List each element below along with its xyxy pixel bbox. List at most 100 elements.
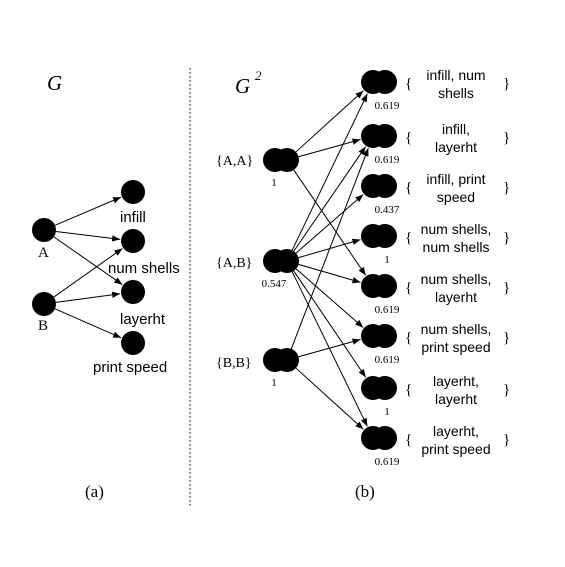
edge-a-to-num-shells bbox=[55, 230, 121, 242]
pair-node-label-line: layerht bbox=[435, 139, 477, 155]
node-b bbox=[32, 292, 56, 316]
pair-node-label-line: layerht bbox=[435, 289, 477, 305]
edge-b-to-print-speed bbox=[54, 308, 122, 339]
pair-node-weight: 0.547 bbox=[262, 278, 287, 290]
edge-2-to-5 bbox=[298, 338, 361, 358]
node-label-print-speed: print speed bbox=[93, 359, 167, 376]
node-label-num-shells: num shells bbox=[108, 260, 180, 277]
pair-node-weight: 1 bbox=[271, 377, 277, 389]
set-brace-open: { bbox=[405, 130, 412, 146]
set-brace-close: } bbox=[503, 330, 510, 346]
panel-a-title: G bbox=[47, 71, 62, 95]
pair-node-right-1-circle-2 bbox=[373, 124, 397, 148]
node-a bbox=[32, 218, 56, 242]
pair-node-label-line: speed bbox=[437, 189, 475, 205]
edge-b-to-layerht bbox=[55, 291, 121, 303]
set-brace-open: { bbox=[405, 76, 412, 92]
edge-2-to-1 bbox=[290, 147, 369, 349]
edge-a-to-layerht bbox=[53, 236, 123, 285]
edge-1-to-4 bbox=[298, 263, 361, 284]
pair-node-label-line: infill, num bbox=[426, 67, 485, 83]
pair-node-label-line: num shells, bbox=[421, 271, 492, 287]
pair-node-label-line: layerht, bbox=[433, 373, 479, 389]
node-label-infill: infill bbox=[120, 209, 146, 226]
pair-node-weight: 0.619 bbox=[375, 304, 400, 316]
panel-b-edges bbox=[290, 90, 369, 430]
set-brace-open: { bbox=[405, 230, 412, 246]
set-brace-close: } bbox=[503, 432, 510, 448]
pair-node-weight: 1 bbox=[384, 406, 390, 418]
pair-node-a-a-circle-2 bbox=[275, 148, 299, 172]
node-infill bbox=[121, 180, 145, 204]
node-print-speed bbox=[121, 331, 145, 355]
set-brace-close: } bbox=[503, 230, 510, 246]
pair-node-weight: 1 bbox=[384, 254, 390, 266]
pair-node-a-a bbox=[263, 148, 299, 172]
edge-1-to-5 bbox=[295, 268, 364, 328]
pair-node-weight: 1 bbox=[271, 177, 277, 189]
node-label-layerht: layerht bbox=[120, 311, 166, 328]
set-brace-close: } bbox=[503, 180, 510, 196]
pair-node-right-3-circle-2 bbox=[373, 224, 397, 248]
pair-node-right-1 bbox=[361, 124, 397, 148]
pair-node-label-line: print speed bbox=[421, 339, 490, 355]
set-brace-open: { bbox=[405, 280, 412, 296]
panel-a-caption: (a) bbox=[85, 482, 104, 501]
pair-node-weight: 0.619 bbox=[375, 354, 400, 366]
pair-node-right-4 bbox=[361, 274, 397, 298]
panel-b-title-superscript: 2 bbox=[255, 68, 262, 83]
pair-node-right-5 bbox=[361, 324, 397, 348]
node-layerht bbox=[121, 280, 145, 304]
pair-node-label-line: num shells, bbox=[421, 221, 492, 237]
pair-node-right-2 bbox=[361, 174, 397, 198]
set-brace-open: { bbox=[405, 180, 412, 196]
pair-node-right-0-circle-2 bbox=[373, 70, 397, 94]
pair-node-a-b-circle-2 bbox=[275, 249, 299, 273]
pair-node-label-line: num shells, bbox=[421, 321, 492, 337]
pair-node-right-4-circle-2 bbox=[373, 274, 397, 298]
pair-node-label-line: print speed bbox=[421, 441, 490, 457]
pair-node-label-line: layerht, bbox=[433, 423, 479, 439]
pair-node-label: {A,B} bbox=[216, 256, 252, 271]
pair-node-weight: 0.619 bbox=[375, 100, 400, 112]
edge-0-to-1 bbox=[298, 138, 361, 158]
pair-node-label: {A,A} bbox=[216, 154, 253, 169]
pair-node-b-b bbox=[263, 348, 299, 372]
edge-b-to-num-shells bbox=[53, 248, 123, 298]
edge-a-to-infill bbox=[54, 196, 122, 226]
pair-node-right-3 bbox=[361, 224, 397, 248]
edge-1-to-6 bbox=[293, 270, 367, 378]
node-label-b: B bbox=[38, 318, 48, 334]
pair-node-label-line: shells bbox=[438, 85, 474, 101]
node-num-shells bbox=[121, 229, 145, 253]
pair-node-label-line: infill, print bbox=[426, 171, 485, 187]
edge-0-to-4 bbox=[293, 169, 367, 276]
pair-node-right-7 bbox=[361, 426, 397, 450]
pair-node-weight: 0.619 bbox=[375, 154, 400, 166]
pair-node-label: {B,B} bbox=[216, 356, 252, 371]
set-brace-close: } bbox=[503, 280, 510, 296]
pair-node-b-b-circle-2 bbox=[275, 348, 299, 372]
panel-a-edges bbox=[53, 196, 123, 339]
panel-b-caption: (b) bbox=[355, 482, 375, 501]
set-brace-close: } bbox=[503, 382, 510, 398]
set-brace-open: { bbox=[405, 432, 412, 448]
pair-node-a-b bbox=[263, 249, 299, 273]
pair-node-right-0 bbox=[361, 70, 397, 94]
edge-2-to-7 bbox=[295, 367, 364, 430]
edge-1-to-1 bbox=[293, 146, 367, 252]
pair-node-right-6-circle-2 bbox=[373, 376, 397, 400]
pair-node-right-7-circle-2 bbox=[373, 426, 397, 450]
panel-b-nodes: {A,A} 1 {A,B} 0.547 {B,B} 1 0.619 {} infill, num… bbox=[216, 67, 510, 468]
pair-node-right-6 bbox=[361, 376, 397, 400]
pair-node-weight: 0.437 bbox=[375, 204, 400, 216]
pair-node-label-line: num shells bbox=[423, 239, 490, 255]
pair-node-right-2-circle-2 bbox=[373, 174, 397, 198]
pair-node-weight: 0.619 bbox=[375, 456, 400, 468]
pair-node-label-line: layerht bbox=[435, 391, 477, 407]
set-brace-close: } bbox=[503, 76, 510, 92]
panel-b-title: G bbox=[235, 74, 250, 98]
edge-0-to-0 bbox=[295, 90, 364, 153]
